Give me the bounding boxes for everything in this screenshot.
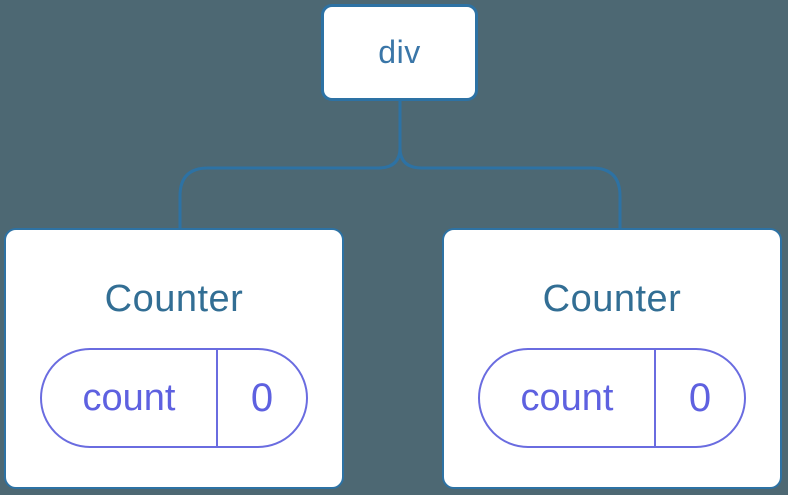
counter-node-left: Counter count 0 <box>4 228 344 489</box>
state-pill-divider <box>654 350 656 446</box>
root-node-label: div <box>378 34 421 70</box>
state-pill: count 0 <box>478 348 746 448</box>
root-node-div: div <box>321 4 478 101</box>
counter-title: Counter <box>542 278 682 320</box>
state-key: count <box>82 376 176 419</box>
state-pill: count 0 <box>40 348 308 448</box>
connector-left-branch <box>178 100 402 229</box>
state-pill-divider <box>216 350 218 446</box>
state-value: 0 <box>688 375 712 420</box>
connector-right-branch <box>398 100 622 229</box>
counter-node-right: Counter count 0 <box>442 228 782 489</box>
counter-title: Counter <box>104 278 244 320</box>
state-key: count <box>520 376 614 419</box>
state-value: 0 <box>250 375 274 420</box>
